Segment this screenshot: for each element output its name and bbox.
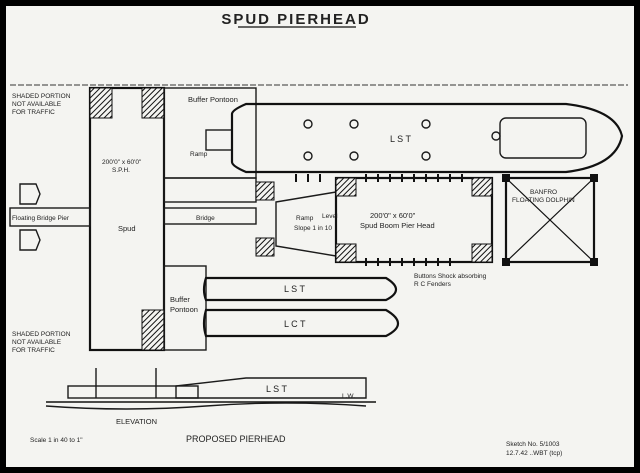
elev-seabed (45, 402, 367, 410)
lst-elevation-label: L S T (266, 384, 288, 394)
elevation-label: ELEVATION (116, 417, 157, 426)
lct-low-ship (202, 308, 400, 338)
dolphin-corner-3 (502, 258, 510, 266)
lct-low-label: L C T (284, 319, 306, 329)
drawing-sheet: SPUD PIERHEAD (6, 6, 634, 467)
buffer-pontoon-lower (163, 177, 257, 203)
dimension-left-line-1: 200'0" x 60'0" (102, 159, 142, 166)
diagram-title: SPUD PIERHEAD (221, 11, 370, 28)
banfro-line-1: BANFRO (530, 189, 557, 196)
ramp-slope-line-1: Ramp (296, 215, 314, 222)
shaded-bottom-line-3: FOR TRAFFIC (12, 347, 55, 354)
spud-pierhead-line-1: 200'0" x 60'0" (370, 211, 416, 220)
fender-ticks-bottom (365, 258, 451, 266)
buttons-line-2: R C Fenders (414, 281, 452, 288)
floating-bridge-pier-label: Floating Bridge Pier (12, 215, 70, 222)
shaded-top-line-1: SHADED PORTION (12, 93, 71, 100)
buffer-pontoon-bottom-line-1: Buffer (170, 295, 190, 304)
pier-float-bottom (19, 229, 41, 251)
pierhead-shade-tr (471, 177, 493, 197)
dimension-left-line-2: S.P.H. (112, 167, 130, 174)
ramp-slope-line-2: Slope 1 in 10 (294, 225, 332, 232)
lw-label: L.W. (342, 393, 355, 400)
pier-float-top (19, 183, 41, 205)
shaded-portion-top-left (89, 87, 113, 119)
proposed-label: PROPOSED PIERHEAD (186, 434, 286, 444)
dolphin-corner-2 (590, 174, 598, 182)
shaded-portion-top-right (141, 87, 165, 119)
buttons-line-1: Buttons Shock absorbing (414, 273, 487, 280)
bridge-label: Bridge (196, 215, 215, 222)
sketch-line-1: Sketch No. 5/1003 (506, 441, 560, 448)
spud-pier-head (334, 176, 494, 264)
spud-pierhead-line-2: Spud Boom Pier Head (360, 221, 435, 230)
banfro-dolphin (504, 176, 596, 264)
shaded-top-line-2: NOT AVAILABLE (12, 101, 62, 108)
buffer-pontoon-bottom-line-2: Pontoon (170, 305, 198, 314)
fender-ticks-top (295, 174, 463, 182)
dolphin-corner-1 (502, 174, 510, 182)
shaded-ramp-top (255, 181, 275, 201)
banfro-line-2: FLOATING DOLPHIN (512, 197, 575, 204)
level-label: Level (322, 213, 338, 220)
scale-label: Scale 1 in 40 to 1" (30, 437, 83, 444)
lst-top-bollards (303, 119, 501, 161)
elev-spud-deck (67, 385, 199, 399)
banfro-bracing (505, 177, 595, 263)
pierhead-shade-br (471, 243, 493, 263)
elev-ship (175, 377, 367, 399)
ramp-slope (275, 191, 337, 257)
buffer-pontoon-bottom (163, 265, 207, 351)
lst-mid-ship (202, 276, 398, 302)
ramp-label: Ramp (190, 151, 208, 158)
pierhead-shade-tl (335, 177, 357, 197)
shaded-bottom-line-2: NOT AVAILABLE (12, 339, 62, 346)
lst-top-deckhouse (499, 117, 587, 159)
ramp-box (205, 129, 233, 151)
lst-top-ship (230, 102, 624, 174)
pierhead-shade-bl (335, 243, 357, 263)
shaded-portion-bottom-right (141, 309, 165, 351)
floating-bridge-pier (9, 207, 91, 227)
shaded-top-line-3: FOR TRAFFIC (12, 109, 55, 116)
buffer-pontoon-top-label: Buffer Pontoon (188, 95, 238, 104)
bridge (163, 207, 257, 225)
lst-top-label: L S T (390, 134, 412, 144)
shaded-ramp-bottom (255, 237, 275, 257)
lst-mid-label: L S T (284, 284, 306, 294)
pierhead-diagram: SPUD PIERHEAD (9, 11, 628, 457)
sketch-line-2: 12.7.42 ..WBT (tcp) (506, 450, 562, 457)
spud-label: Spud (118, 224, 136, 233)
shaded-bottom-line-1: SHADED PORTION (12, 331, 71, 338)
dolphin-corner-4 (590, 258, 598, 266)
